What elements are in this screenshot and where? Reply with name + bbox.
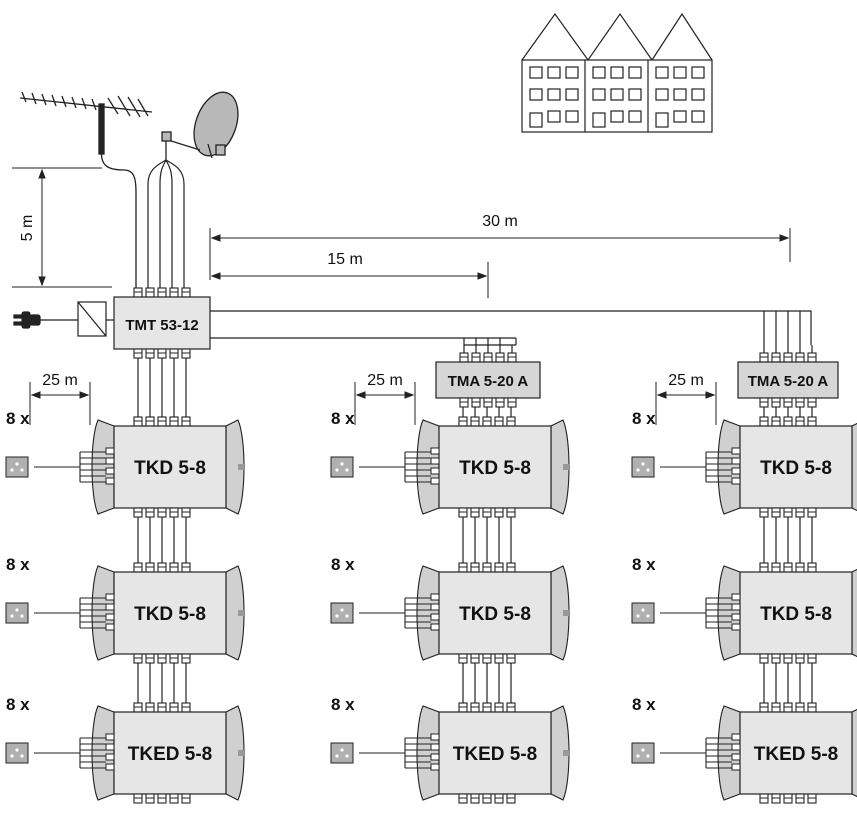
housing-cap	[851, 422, 857, 512]
multiswitch-unit: TKD 5-8 8 x	[330, 517, 570, 664]
housing-cap	[416, 419, 440, 515]
lnb-cables	[147, 159, 185, 288]
wall-socket-icon	[631, 742, 655, 764]
outlet-count-label: 8 x	[6, 409, 30, 428]
multiswitch-label: TKD 5-8	[134, 604, 206, 625]
multiswitch-column-3: TKD 5-8 8 x TKD 5-8 8 x TKED 5-8 8 x	[631, 407, 857, 804]
trunk-cables	[210, 310, 812, 346]
outlet-count-label: 8 x	[331, 555, 355, 574]
outlet-count-label: 8 x	[6, 555, 30, 574]
outlet-count-label: 8 x	[632, 695, 656, 714]
headend-label: TMT 53-12	[125, 317, 198, 334]
wall-socket-icon	[5, 742, 29, 764]
wall-socket-icon	[330, 456, 354, 478]
wall-socket-icon	[330, 602, 354, 624]
multiswitch-unit: TKED 5-8 8 x	[5, 663, 245, 804]
outlet-count-label: 8 x	[632, 555, 656, 574]
multiswitch-unit: TKD 5-8 8 x	[5, 517, 245, 664]
wall-socket-icon	[631, 456, 655, 478]
housing-cap	[717, 565, 741, 661]
multiswitch-label: TKD 5-8	[760, 604, 832, 625]
headend-unit: TMT 53-12	[113, 287, 211, 359]
building-icon	[521, 12, 713, 133]
wall-socket-icon	[330, 742, 354, 764]
housing-cap	[550, 565, 570, 661]
housing-cap	[416, 565, 440, 661]
tap-dimension-col-3	[655, 382, 717, 425]
multiswitch-label: TKD 5-8	[459, 604, 531, 625]
multiswitch-unit: TKD 5-8 8 x	[5, 358, 245, 518]
satellite-dish-icon	[161, 91, 239, 160]
housing-cap	[91, 565, 115, 661]
outlet-count-label: 8 x	[331, 695, 355, 714]
tap-distance-label: 25 m	[42, 372, 78, 389]
power-plug-icon	[13, 311, 41, 329]
housing-cap	[91, 419, 115, 515]
housing-cap	[851, 568, 857, 658]
multiswitch-unit: TKD 5-8 8 x	[631, 407, 857, 518]
wall-socket-icon	[5, 602, 29, 624]
outlet-count-label: 8 x	[632, 409, 656, 428]
dimension-lines	[12, 167, 791, 298]
multiswitch-label: TKD 5-8	[459, 458, 531, 479]
power-supply-icon	[77, 301, 107, 337]
housing-cap	[225, 705, 245, 801]
distance-label-15m: 15 m	[327, 251, 363, 268]
multiswitch-label: TKED 5-8	[754, 744, 838, 765]
housing-cap	[851, 708, 857, 798]
amplifier-1: TMA 5-20 A	[435, 352, 541, 408]
multiswitch-label: TKD 5-8	[134, 458, 206, 479]
multiswitch-label: TKED 5-8	[128, 744, 212, 765]
outlet-count-label: 8 x	[6, 695, 30, 714]
tap-dimension-col-1	[29, 382, 91, 425]
amplifier-label: TMA 5-20 A	[448, 373, 529, 390]
multiswitch-unit: TKD 5-8 8 x	[330, 407, 570, 518]
terrestrial-antenna-icon	[19, 91, 153, 288]
housing-cap	[717, 419, 741, 515]
multiswitch-label: TKED 5-8	[453, 744, 537, 765]
housing-cap	[717, 705, 741, 801]
housing-cap	[550, 419, 570, 515]
tap-dimension-col-2	[354, 382, 416, 425]
tap-distance-label: 25 m	[668, 372, 704, 389]
height-label: 5 m	[19, 215, 36, 242]
amplifier-2: TMA 5-20 A	[737, 352, 839, 408]
housing-cap	[416, 705, 440, 801]
outlet-count-label: 8 x	[331, 409, 355, 428]
tap-distance-label: 25 m	[367, 372, 403, 389]
multiswitch-unit: TKED 5-8 8 x	[330, 663, 570, 804]
wall-socket-icon	[631, 602, 655, 624]
multiswitch-label: TKD 5-8	[760, 458, 832, 479]
multiswitch-column-1: TKD 5-8 8 x TKD 5-8 8 x TKED 5-8 8 x	[5, 358, 245, 804]
housing-cap	[550, 705, 570, 801]
distance-label-30m: 30 m	[482, 213, 518, 230]
housing-cap	[91, 705, 115, 801]
wall-socket-icon	[5, 456, 29, 478]
multiswitch-unit: TKD 5-8 8 x	[631, 517, 857, 664]
multiswitch-column-2: TKD 5-8 8 x TKD 5-8 8 x TKED 5-8 8 x	[330, 407, 570, 804]
housing-cap	[225, 565, 245, 661]
amplifier-label: TMA 5-20 A	[748, 373, 829, 390]
multiswitch-unit: TKED 5-8 8 x	[631, 663, 857, 804]
housing-cap	[225, 419, 245, 515]
